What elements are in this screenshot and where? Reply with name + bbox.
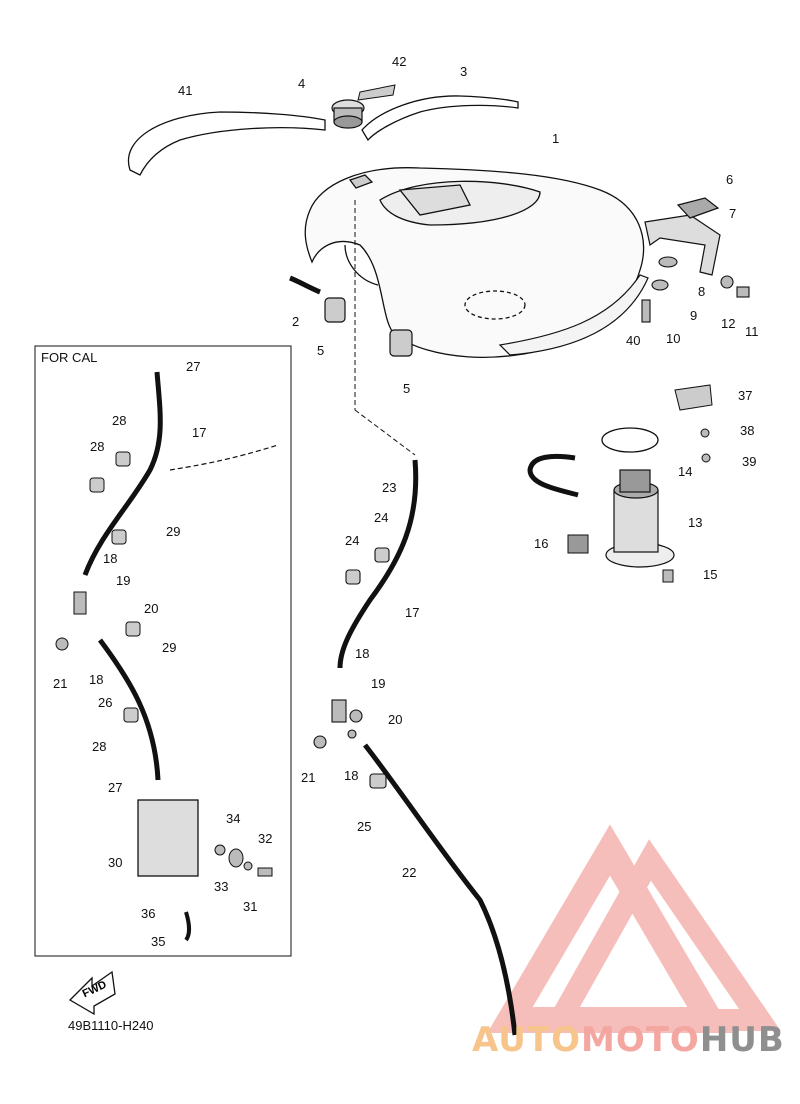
fuel-cap [331, 99, 365, 129]
leader-dashed-2 [354, 409, 416, 456]
pump-bolt [662, 569, 674, 583]
callout-29: 29 [162, 640, 176, 655]
lower-tank-strip [498, 274, 649, 356]
fuel-sender-bracket [674, 384, 713, 411]
tank-grommets [324, 297, 413, 357]
washer [700, 428, 710, 438]
callout-4: 4 [298, 76, 305, 91]
rear-bracket [644, 197, 721, 276]
callout-26: 26 [98, 695, 112, 710]
callout-11: 11 [745, 324, 759, 339]
callout-18: 18 [103, 551, 117, 566]
watermark-logo [487, 824, 781, 1033]
callout-40: 40 [626, 333, 640, 348]
callout-13: 13 [688, 515, 702, 530]
callout-41: 41 [178, 83, 192, 98]
left-tank-pad [127, 111, 326, 176]
callout-5: 5 [403, 381, 410, 396]
callout-24: 24 [345, 533, 359, 548]
callout-9: 9 [690, 308, 697, 323]
bolt [701, 453, 711, 463]
callout-7: 7 [729, 206, 736, 221]
callout-12: 12 [721, 316, 735, 331]
emblem-plate [357, 84, 396, 101]
callout-20: 20 [144, 601, 158, 616]
inset-label: FOR CAL [41, 350, 98, 365]
callout-2: 2 [292, 314, 299, 329]
callout-18: 18 [355, 646, 369, 661]
callout-17: 17 [405, 605, 419, 620]
callout-37: 37 [738, 388, 752, 403]
callout-5: 5 [317, 343, 324, 358]
watermark-text: AUTOMOTOHUB [472, 1020, 785, 1060]
callout-28: 28 [90, 439, 104, 454]
breather-hose [337, 459, 419, 669]
tee-joint-cluster [313, 699, 363, 749]
hose-connector [567, 534, 589, 554]
callout-19: 19 [116, 573, 130, 588]
callout-14: 14 [678, 464, 692, 479]
mounting-hardware [641, 256, 750, 323]
callout-25: 25 [357, 819, 371, 834]
callout-6: 6 [726, 172, 733, 187]
callout-21: 21 [301, 770, 315, 785]
callout-27: 27 [186, 359, 200, 374]
callout-24: 24 [374, 510, 388, 525]
callout-20: 20 [388, 712, 402, 727]
callout-17: 17 [192, 425, 206, 440]
pump-gasket [601, 427, 659, 453]
callout-10: 10 [666, 331, 680, 346]
callout-38: 38 [740, 423, 754, 438]
callout-42: 42 [392, 54, 406, 69]
callout-15: 15 [703, 567, 717, 582]
callout-32: 32 [258, 831, 272, 846]
callout-35: 35 [151, 934, 165, 949]
callout-3: 3 [460, 64, 467, 79]
right-tank-pad [361, 95, 519, 142]
callout-28: 28 [92, 739, 106, 754]
callout-39: 39 [742, 454, 756, 469]
fwd-arrow: FWD [68, 970, 116, 1016]
cal-inset-parts [55, 371, 279, 942]
callout-34: 34 [226, 811, 240, 826]
callout-28: 28 [112, 413, 126, 428]
drain-hose [363, 743, 518, 1036]
callout-36: 36 [141, 906, 155, 921]
drawing-code: 49B1110-H240 [68, 1018, 154, 1033]
cal-inset-frame [34, 345, 292, 957]
callout-8: 8 [698, 284, 705, 299]
short-hose [289, 275, 321, 295]
callout-18: 18 [89, 672, 103, 687]
callout-19: 19 [371, 676, 385, 691]
callout-18: 18 [344, 768, 358, 783]
callout-23: 23 [382, 480, 396, 495]
callout-29: 29 [166, 524, 180, 539]
fuel-hose [527, 454, 579, 498]
callout-22: 22 [402, 865, 416, 880]
callout-31: 31 [243, 899, 257, 914]
callout-16: 16 [534, 536, 548, 551]
fuel-pump [605, 469, 675, 568]
callout-1: 1 [552, 131, 559, 146]
callout-21: 21 [53, 676, 67, 691]
fuel-tank [304, 167, 645, 358]
callout-33: 33 [214, 879, 228, 894]
callout-30: 30 [108, 855, 122, 870]
hose-clips [345, 547, 390, 789]
callout-27: 27 [108, 780, 122, 795]
